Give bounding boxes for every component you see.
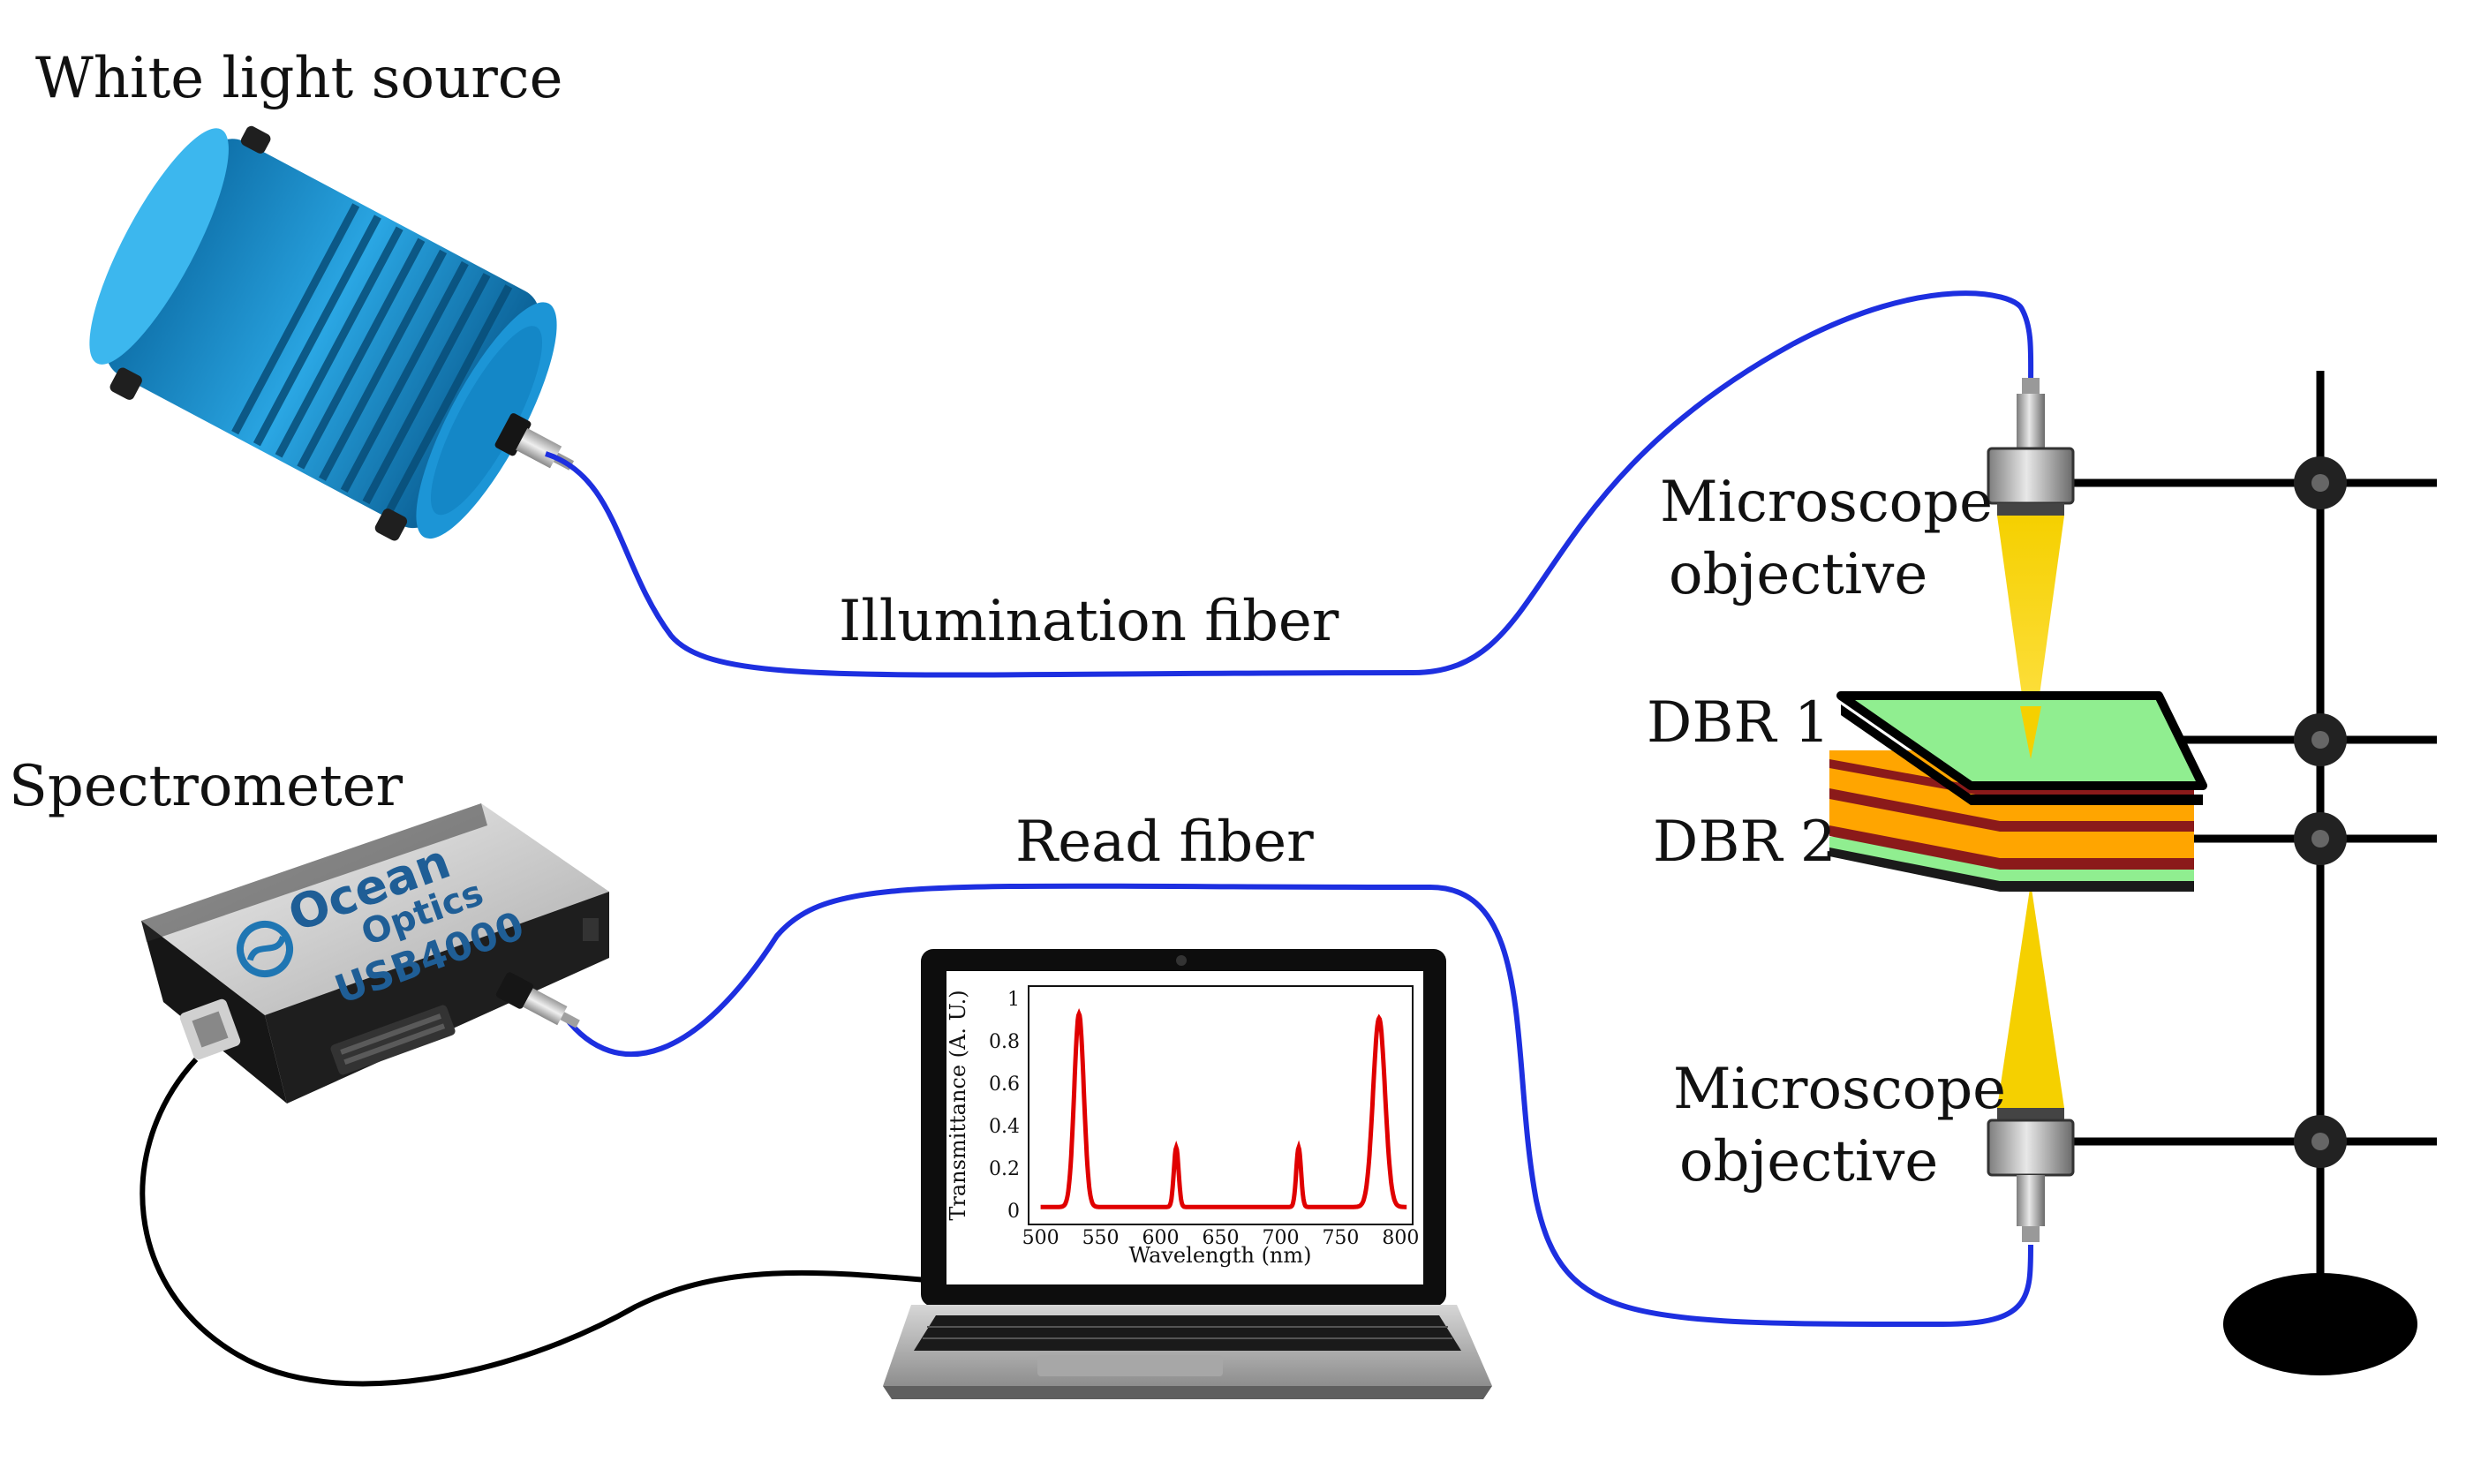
x-tick-label: 700 <box>1262 1227 1299 1249</box>
bottom-light-cone <box>1997 883 2064 1108</box>
x-axis-ticks: 500 550 600 650 700 750 800 <box>1022 1227 1420 1249</box>
y-tick-label: 0.2 <box>989 1158 1020 1180</box>
x-tick-label: 800 <box>1382 1227 1419 1249</box>
dbr2-label: DBR 2 <box>1653 810 1836 875</box>
dbr1-label: DBR 1 <box>1647 690 1830 756</box>
y-tick-label: 0.8 <box>989 1031 1020 1053</box>
dbr-stack <box>1829 691 2207 892</box>
y-tick-label: 0.4 <box>989 1116 1020 1138</box>
white-light-source-label: White light source <box>35 46 563 111</box>
laptop <box>883 949 1492 1399</box>
illumination-fiber-label: Illumination fiber <box>839 589 1339 654</box>
spectrometer-device: Ocean Optics USB4000 <box>141 803 609 1104</box>
transmittance-series-line <box>1040 1008 1407 1209</box>
x-tick-label: 600 <box>1142 1227 1180 1249</box>
y-axis-ticks: 0 0.2 0.4 0.6 0.8 1 <box>989 989 1020 1223</box>
top-objective-label-line1: Microscope <box>1660 470 1993 535</box>
bottom-microscope-objective <box>1987 1108 2075 1242</box>
top-objective-label-line2: objective <box>1669 542 1927 607</box>
plot-area <box>1028 985 1414 1225</box>
usb-cable <box>140 1057 928 1387</box>
y-tick-label: 0 <box>1007 1201 1020 1223</box>
bottom-objective-label-line1: Microscope <box>1673 1057 2006 1122</box>
laptop-screen <box>946 971 1423 1284</box>
clamp-3 <box>2294 812 2347 865</box>
top-light-cone <box>1997 516 2064 759</box>
y-tick-label: 1 <box>1007 989 1020 1011</box>
x-tick-label: 650 <box>1203 1227 1240 1249</box>
x-axis-label: Wavelength (nm) <box>1128 1243 1311 1268</box>
read-fiber <box>562 883 2033 1328</box>
spectrometer-label: Spectrometer <box>9 754 403 819</box>
x-tick-label: 750 <box>1322 1227 1359 1249</box>
clamp-2 <box>2294 713 2347 766</box>
clamp-4 <box>2294 1115 2347 1168</box>
illumination-fiber <box>545 290 2034 678</box>
optical-stand <box>2040 371 2437 1375</box>
x-tick-label: 550 <box>1082 1227 1120 1249</box>
x-tick-label: 500 <box>1022 1227 1060 1249</box>
bottom-objective-label-line2: objective <box>1679 1129 1938 1194</box>
y-tick-label: 0.6 <box>989 1073 1020 1096</box>
read-fiber-label: Read fiber <box>1015 810 1314 875</box>
dbr1-top-surface <box>1836 691 2207 790</box>
clamp-1 <box>2294 456 2347 509</box>
y-axis-label: Transmittance (A. U.) <box>946 990 970 1220</box>
white-light-source <box>89 125 575 541</box>
top-microscope-objective <box>1987 378 2075 516</box>
transmittance-chart: 500 550 600 650 700 750 800 0 0.2 0.4 0.6 0.8 1 Wav… <box>946 985 1420 1268</box>
